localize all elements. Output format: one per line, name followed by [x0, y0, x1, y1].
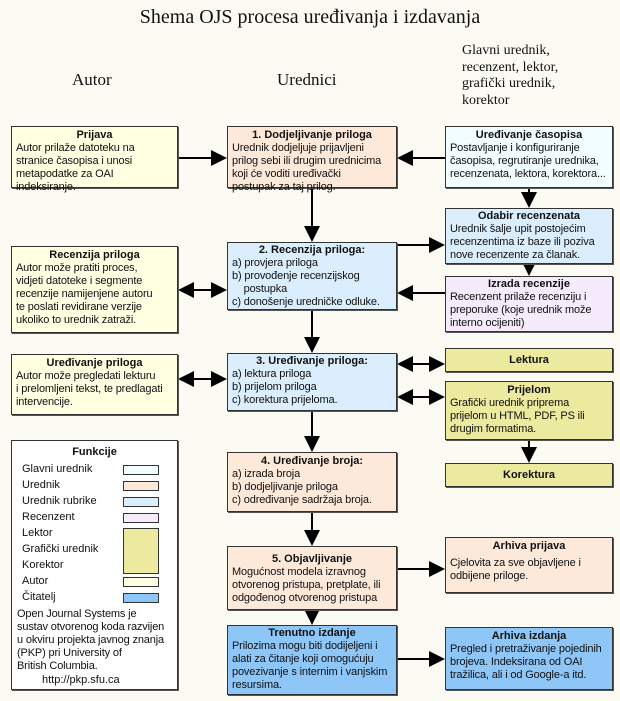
legend-item: Grafički urednik: [22, 543, 99, 555]
pkp-url[interactable]: http://pkp.sfu.ca: [42, 674, 120, 686]
legend-item: Glavni urednik: [22, 463, 93, 475]
column-others: Glavni urednik, recenzent, lektor, grafi…: [462, 43, 559, 108]
diagram-title: Shema OJS procesa uređivanja i izdavanja: [139, 6, 481, 28]
legend-item: Urednik: [22, 479, 60, 491]
legend-item: Lektor: [22, 527, 53, 539]
legend-swatch-lektor: [123, 528, 159, 574]
legend-swatch-citatelj: [123, 593, 159, 603]
legend-item: Autor: [22, 575, 49, 587]
legend-title: Funkcije: [72, 446, 117, 458]
legend-item: Korektor: [22, 559, 64, 571]
legend-swatch-glavni: [123, 465, 159, 475]
legend-swatch-urednik: [123, 481, 159, 491]
column-author: Autor: [72, 70, 112, 89]
box-uredjivanje-priloga: 3. Uređivanje priloga:a) lektura priloga…: [227, 353, 397, 411]
legend-item: Recenzent: [22, 511, 75, 523]
legend-swatch-autor: [123, 577, 159, 587]
legend-swatch-rubrika: [123, 497, 159, 507]
column-editors: Urednici: [277, 70, 337, 89]
box-uredjivanje-broja: 4. Uređivanje broja:a) izrada broja b) d…: [227, 452, 397, 512]
legend-item: Urednik rubrike: [22, 495, 97, 507]
legend-swatch-recenzent: [123, 513, 159, 523]
box-lektura: Lektura: [445, 348, 613, 372]
legend-note: Open Journal Systems je sustav otvorenog…: [17, 608, 165, 672]
box-korektura: Korektura: [445, 463, 613, 487]
legend-item: Čitatelj: [22, 591, 56, 603]
box-recenzija: 2. Recenzija priloga:a) provjera priloga…: [227, 242, 397, 310]
legend: Funkcije Glavni urednik Urednik Urednik …: [11, 440, 178, 690]
